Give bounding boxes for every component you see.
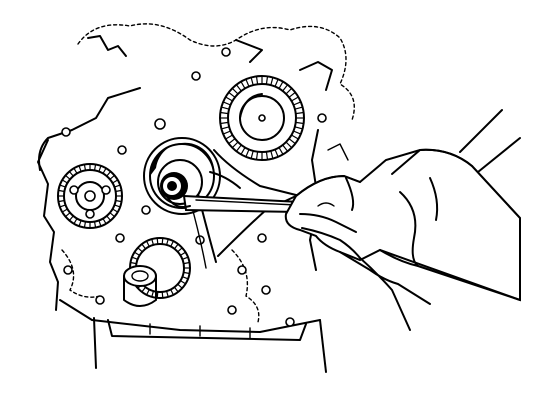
gear-tooth: [291, 96, 299, 102]
gear-tooth: [231, 87, 239, 95]
gear-tooth: [282, 144, 289, 152]
gear-tooth: [151, 290, 154, 298]
gear-tooth: [221, 106, 230, 110]
upper-pulley: [219, 75, 305, 161]
gear-tooth: [182, 276, 189, 280]
gear-tooth: [146, 289, 150, 296]
gear-tooth: [274, 149, 279, 158]
gear-tooth: [265, 151, 269, 160]
gear-tooth: [250, 77, 254, 86]
gear-tooth: [274, 78, 279, 87]
gear-tooth: [294, 106, 303, 110]
gear-tooth: [141, 243, 146, 250]
bolt-hole: [141, 205, 151, 215]
gear-tooth: [288, 91, 296, 98]
gear-tooth: [225, 134, 233, 140]
gear-tooth: [295, 121, 304, 125]
wrench-tool: [167, 194, 323, 214]
gear-tooth: [130, 261, 137, 265]
gear-tooth: [170, 289, 174, 296]
bolt-hole: [257, 233, 267, 243]
gear-tooth: [231, 141, 239, 149]
bolt-hole: [317, 113, 327, 123]
bolt-hole: [261, 285, 271, 295]
gear-tooth: [235, 144, 242, 152]
gear-tooth: [220, 111, 229, 115]
gear-tooth: [166, 238, 169, 246]
gear-tooth: [278, 147, 284, 155]
gear-tooth: [282, 84, 289, 92]
gear-tooth: [270, 150, 274, 159]
gear-tooth: [222, 130, 231, 135]
gear-tooth: [294, 126, 303, 130]
gear-tooth: [265, 76, 269, 85]
upper-pulley-teeth: [220, 76, 304, 160]
gear-tooth: [222, 101, 231, 106]
gear-tooth: [166, 290, 169, 298]
gear-tooth: [245, 78, 250, 87]
gear-tooth: [235, 84, 242, 92]
tensioner-pulley: [143, 137, 241, 215]
gear-tooth: [146, 240, 150, 247]
gear-tooth: [228, 91, 236, 98]
gear-tooth: [131, 256, 138, 260]
gear-tooth: [285, 141, 293, 149]
gear-tooth: [240, 147, 246, 155]
bolt-hole: [237, 265, 247, 275]
crank-pulley: [123, 237, 191, 307]
bolt-hole: [191, 71, 201, 81]
bolt-hole: [61, 127, 71, 137]
gear-tooth: [255, 151, 259, 160]
gear-tooth: [170, 240, 174, 247]
bolt-hole: [227, 305, 237, 315]
gear-tooth: [174, 286, 179, 293]
bolt-hole: [221, 47, 231, 57]
bolt-hole: [154, 118, 166, 130]
gear-tooth: [278, 81, 284, 89]
gear-tooth: [291, 134, 299, 140]
gear-tooth: [228, 138, 236, 145]
gear-tooth: [174, 243, 179, 250]
engine-block-outline: [37, 23, 355, 373]
gear-tooth: [285, 87, 293, 95]
bolt-hole: [95, 295, 105, 305]
bolt-hole: [63, 265, 73, 275]
gear-tooth: [225, 96, 233, 102]
gear-tooth: [151, 238, 154, 246]
gear-tooth: [141, 286, 146, 293]
gear-tooth: [221, 126, 230, 130]
gear-tooth: [255, 76, 259, 85]
bolt-holes: [61, 47, 327, 327]
gear-tooth: [240, 81, 246, 89]
bolt-hole: [285, 317, 295, 327]
left-cam-pulley: [57, 163, 123, 229]
gear-tooth: [288, 138, 296, 145]
bolt-hole: [115, 233, 125, 243]
technician-hand: [284, 109, 521, 331]
gear-tooth: [270, 77, 274, 86]
gear-tooth: [293, 130, 302, 135]
gear-tooth: [182, 256, 189, 260]
gear-tooth: [250, 150, 254, 159]
gear-tooth: [295, 111, 304, 115]
gear-tooth: [183, 271, 190, 275]
gear-tooth: [183, 261, 190, 265]
bolt-hole: [117, 145, 127, 155]
gear-tooth: [245, 149, 250, 158]
gear-tooth: [293, 101, 302, 106]
gear-tooth: [220, 121, 229, 125]
